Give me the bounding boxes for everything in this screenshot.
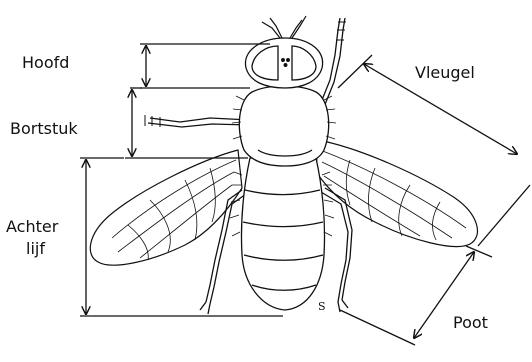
abdomen	[241, 158, 324, 310]
label-thorax: Bortstuk	[10, 118, 78, 140]
artist-signature: S	[318, 300, 326, 313]
label-abdomen-2: lijf	[26, 238, 45, 260]
label-head: Hoofd	[22, 52, 69, 74]
label-leg: Poot	[453, 312, 488, 334]
thorax	[239, 86, 328, 166]
left-wing	[90, 150, 242, 265]
head	[245, 38, 322, 88]
label-wing: Vleugel	[415, 62, 475, 84]
right-wing	[316, 140, 477, 247]
label-abdomen-1: Achter	[6, 216, 58, 238]
